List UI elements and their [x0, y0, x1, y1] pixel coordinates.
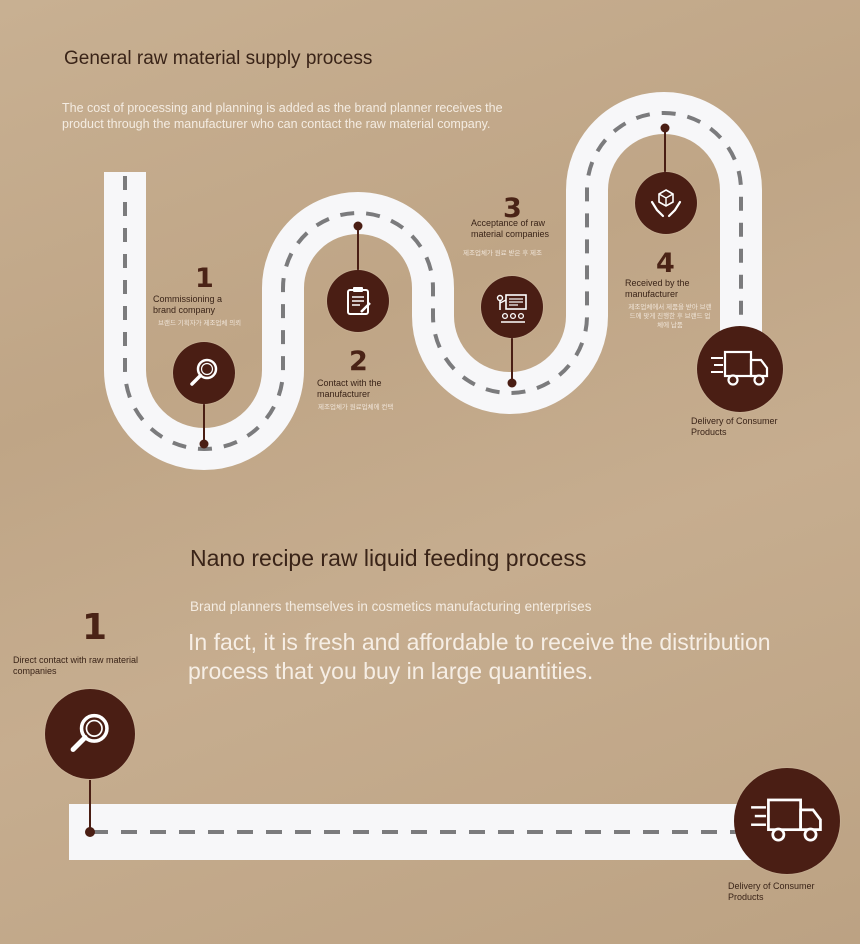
section1-description: The cost of processing and planning is a… [62, 101, 503, 131]
step1-sub: 브랜드 기획자가 제조업체 의뢰 [158, 320, 242, 327]
step4-icon-circle [635, 172, 697, 234]
step4-sub: 제조업체에서 제품을 받아 브랜드에 맞게 진행한 후 브랜드 업체에 납품 [628, 304, 712, 329]
section2-title: Nano recipe raw liquid feeding process [190, 545, 587, 571]
step1-number: 1 [195, 263, 214, 294]
step2-icon-circle [327, 270, 389, 332]
section2-description-large: In fact, it is fresh and affordable to r… [188, 629, 771, 684]
step4-label: Received by the manufacturer [625, 278, 690, 299]
step4-number: 4 [656, 248, 675, 279]
section2-step1-number: 1 [82, 607, 108, 648]
magnifier-icon [190, 358, 218, 386]
step1-icon-circle [173, 342, 235, 404]
straight-road [0, 780, 860, 880]
clipboard-icon [347, 287, 371, 315]
delivery-truck-icon [711, 350, 769, 386]
delivery-label-1: Delivery of Consumer Products [691, 416, 778, 437]
section2-description-small: Brand planners themselves in cosmetics m… [190, 599, 592, 614]
step1-label: Commissioning a brand company [153, 294, 223, 315]
presentation-icon [496, 294, 527, 323]
step3-number: 3 [503, 193, 522, 224]
section1-title: General raw material supply process [64, 48, 373, 69]
section2-step1-label: Direct contact with raw material compani… [13, 655, 139, 676]
step3-label: Acceptance of raw material companies [471, 218, 550, 239]
step3-sub: 제조업체가 원료 받은 후 제조 [463, 250, 542, 257]
magnifier-icon [70, 713, 109, 752]
hands-box-icon [650, 189, 682, 218]
step2-sub: 제조업체가 원료업체에 컨택 [318, 404, 394, 411]
section2-delivery-icon-circle [734, 768, 840, 874]
step2-number: 2 [349, 346, 368, 377]
delivery-icon-circle [697, 326, 783, 412]
step3-icon-circle [481, 276, 543, 338]
delivery-truck-icon [751, 798, 822, 842]
section2-step1-icon-circle [45, 689, 135, 779]
delivery-label-2: Delivery of Consumer Products [728, 881, 815, 902]
step2-label: Contact with the manufacturer [317, 378, 382, 399]
